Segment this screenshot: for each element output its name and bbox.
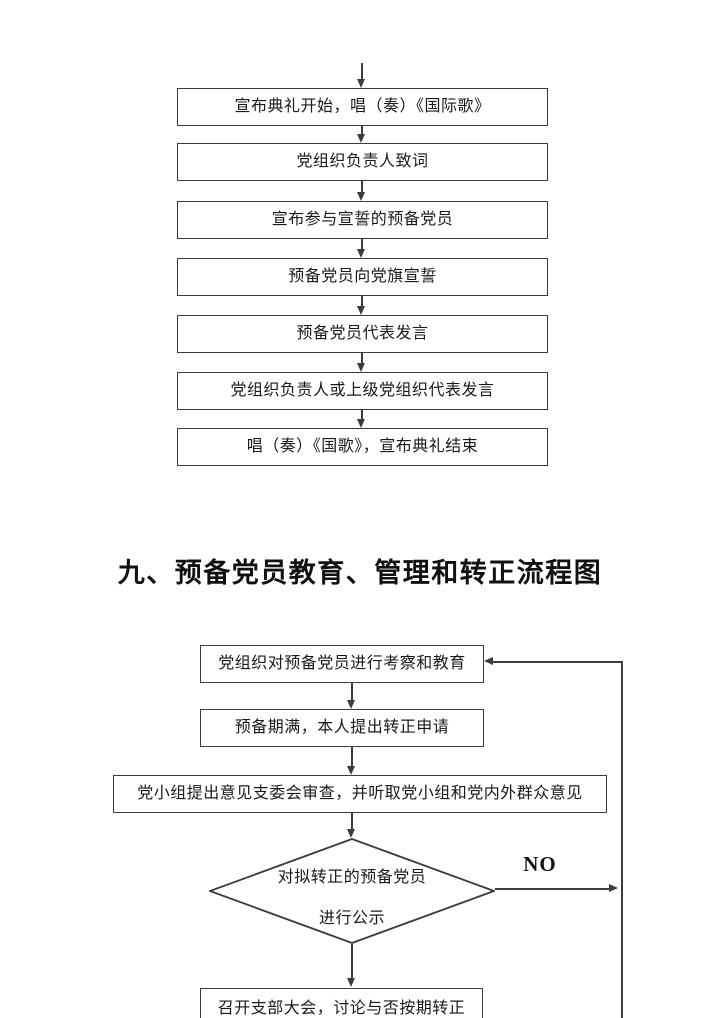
arrow-right-icon (609, 884, 618, 892)
no-branch-label: NO (523, 852, 557, 876)
arrow-down-icon (357, 363, 365, 372)
entry-arrow-line (361, 63, 363, 80)
arrow-left-icon (484, 657, 493, 665)
connector-line (351, 813, 353, 830)
arrow-down-icon (357, 192, 365, 201)
flow-step-label: 唱（奏）《国歌》，宣布典礼结束 (246, 438, 479, 456)
flow-step-label: 预备党员向党旗宣誓 (288, 268, 437, 286)
flow-step-label: 党组织对预备党员进行考察和教育 (218, 655, 466, 673)
connector-line (351, 683, 353, 701)
connector-line (361, 181, 363, 193)
flow-step-label: 党组织负责人致词 (296, 153, 429, 171)
flow-step-label: 召开支部大会，讨论与否按期转正 (217, 1000, 466, 1018)
flow-step-label: 宣布参与宣誓的预备党员 (271, 211, 454, 229)
flow-step-box: 宣布典礼开始，唱（奏）《国际歌》 (177, 88, 548, 126)
flow-step-box: 预备党员向党旗宣誓 (177, 258, 548, 296)
feedback-rail-line (621, 661, 623, 1018)
flow-step-label: 党组织负责人或上级党组织代表发言 (230, 382, 495, 400)
decision-label-line2: 进行公示 (318, 910, 385, 927)
flow-step-label: 预备期满，本人提出转正申请 (234, 719, 450, 737)
connector-line (351, 747, 353, 767)
flow-step-box: 党组织对预备党员进行考察和教育 (200, 645, 484, 683)
connector-line (361, 296, 363, 307)
feedback-line (493, 661, 623, 663)
flow-step-label: 宣布典礼开始，唱（奏）《国际歌》 (234, 98, 491, 116)
flow-step-box: 党小组提出意见支委会审查，并听取党小组和党内外群众意见 (113, 775, 607, 813)
decision-label-line1: 对拟转正的预备党员 (277, 869, 427, 886)
connector-line (361, 410, 363, 420)
flow-step-label: 预备党员代表发言 (296, 325, 429, 343)
entry-arrow-head-icon (357, 79, 365, 88)
arrow-down-icon (347, 978, 355, 987)
flow-step-box: 预备党员代表发言 (177, 315, 548, 353)
connector-line (351, 944, 353, 979)
flow-step-label: 党小组提出意见支委会审查，并听取党小组和党内外群众意见 (137, 785, 583, 803)
connector-line (361, 239, 363, 250)
arrow-down-icon (347, 700, 355, 709)
arrow-down-icon (347, 829, 355, 838)
flow-step-box: 召开支部大会，讨论与否按期转正 (200, 988, 483, 1018)
connector-line (361, 353, 363, 364)
section-heading: 九、预备党员教育、管理和转正流程图 (117, 558, 603, 588)
arrow-down-icon (357, 419, 365, 428)
flow-step-box: 唱（奏）《国歌》，宣布典礼结束 (177, 428, 548, 466)
arrow-down-icon (347, 766, 355, 775)
connector-line (361, 126, 363, 135)
flow-step-box: 预备期满，本人提出转正申请 (200, 709, 484, 747)
no-branch-line (495, 888, 610, 890)
flow-step-box: 宣布参与宣誓的预备党员 (177, 201, 548, 239)
arrow-down-icon (357, 249, 365, 258)
flow-step-box: 党组织负责人或上级党组织代表发言 (177, 372, 548, 410)
flow-step-box: 党组织负责人致词 (177, 143, 548, 181)
arrow-down-icon (357, 134, 365, 143)
arrow-down-icon (357, 306, 365, 315)
decision-diamond (209, 838, 495, 944)
